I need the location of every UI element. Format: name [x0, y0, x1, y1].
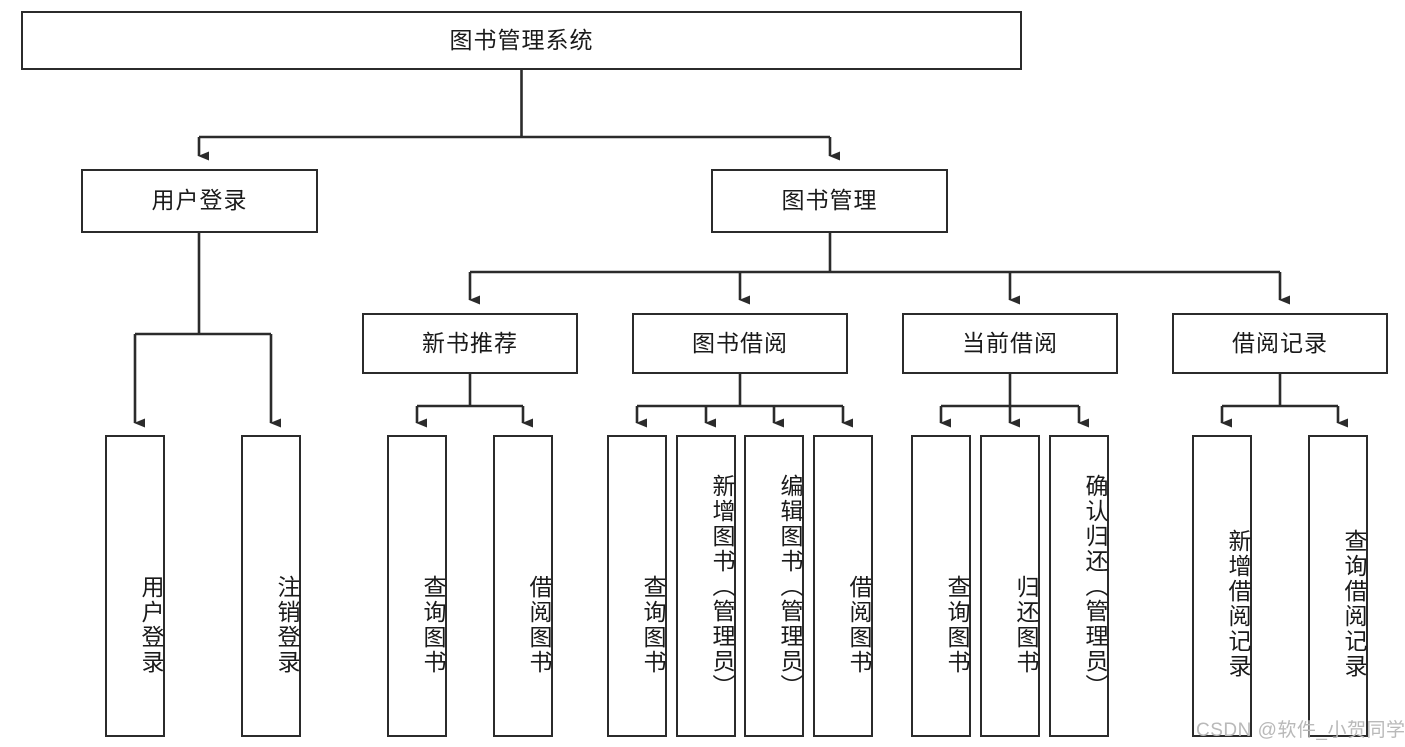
leaf-borrow-book-2-label: 借阅图书: [846, 575, 872, 675]
leaf-logout-login[interactable]: 注销登录: [241, 435, 301, 737]
node-root-title[interactable]: 图书管理系统: [21, 11, 1022, 70]
leaf-confirm-return-label: 确认归还（管理员）: [1082, 473, 1108, 699]
leaf-query-book-3[interactable]: 查询图书: [911, 435, 971, 737]
node-current-borrow[interactable]: 当前借阅: [902, 313, 1118, 374]
node-new-book-recommend[interactable]: 新书推荐: [362, 313, 578, 374]
leaf-query-record[interactable]: 查询借阅记录: [1308, 435, 1368, 737]
leaf-query-book-1-label: 查询图书: [420, 575, 446, 675]
leaf-query-book-2-label: 查询图书: [640, 575, 666, 675]
leaf-query-book-2[interactable]: 查询图书: [607, 435, 667, 737]
node-user-login[interactable]: 用户登录: [81, 169, 318, 233]
node-book-borrow[interactable]: 图书借阅: [632, 313, 848, 374]
leaf-add-book[interactable]: 新增图书（管理员）: [676, 435, 736, 737]
leaf-add-record-label: 新增借阅记录: [1225, 529, 1251, 679]
leaf-query-record-label: 查询借阅记录: [1341, 529, 1367, 679]
node-borrow-record[interactable]: 借阅记录: [1172, 313, 1388, 374]
node-new-book-recommend-label: 新书推荐: [422, 329, 518, 356]
node-book-management-label: 图书管理: [781, 187, 878, 214]
leaf-query-book-3-label: 查询图书: [944, 575, 970, 675]
leaf-add-record[interactable]: 新增借阅记录: [1192, 435, 1252, 737]
node-current-borrow-label: 当前借阅: [962, 329, 1058, 356]
leaf-edit-book[interactable]: 编辑图书（管理员）: [744, 435, 804, 737]
leaf-user-login[interactable]: 用户登录: [105, 435, 165, 737]
leaf-add-book-label: 新增图书（管理员）: [709, 473, 735, 699]
leaf-borrow-book-1-label: 借阅图书: [526, 575, 552, 675]
node-book-management[interactable]: 图书管理: [711, 169, 948, 233]
node-user-login-label: 用户登录: [151, 187, 248, 214]
leaf-borrow-book-1[interactable]: 借阅图书: [493, 435, 553, 737]
leaf-edit-book-label: 编辑图书（管理员）: [777, 473, 803, 699]
leaf-return-book-label: 归还图书: [1013, 575, 1039, 675]
leaf-borrow-book-2[interactable]: 借阅图书: [813, 435, 873, 737]
node-root-label: 图书管理系统: [449, 26, 594, 53]
node-book-borrow-label: 图书借阅: [692, 329, 788, 356]
leaf-user-login-label: 用户登录: [138, 575, 164, 675]
leaf-query-book-1[interactable]: 查询图书: [387, 435, 447, 737]
leaf-confirm-return[interactable]: 确认归还（管理员）: [1049, 435, 1109, 737]
node-borrow-record-label: 借阅记录: [1232, 329, 1328, 356]
leaf-return-book[interactable]: 归还图书: [980, 435, 1040, 737]
leaf-logout-login-label: 注销登录: [274, 575, 300, 675]
